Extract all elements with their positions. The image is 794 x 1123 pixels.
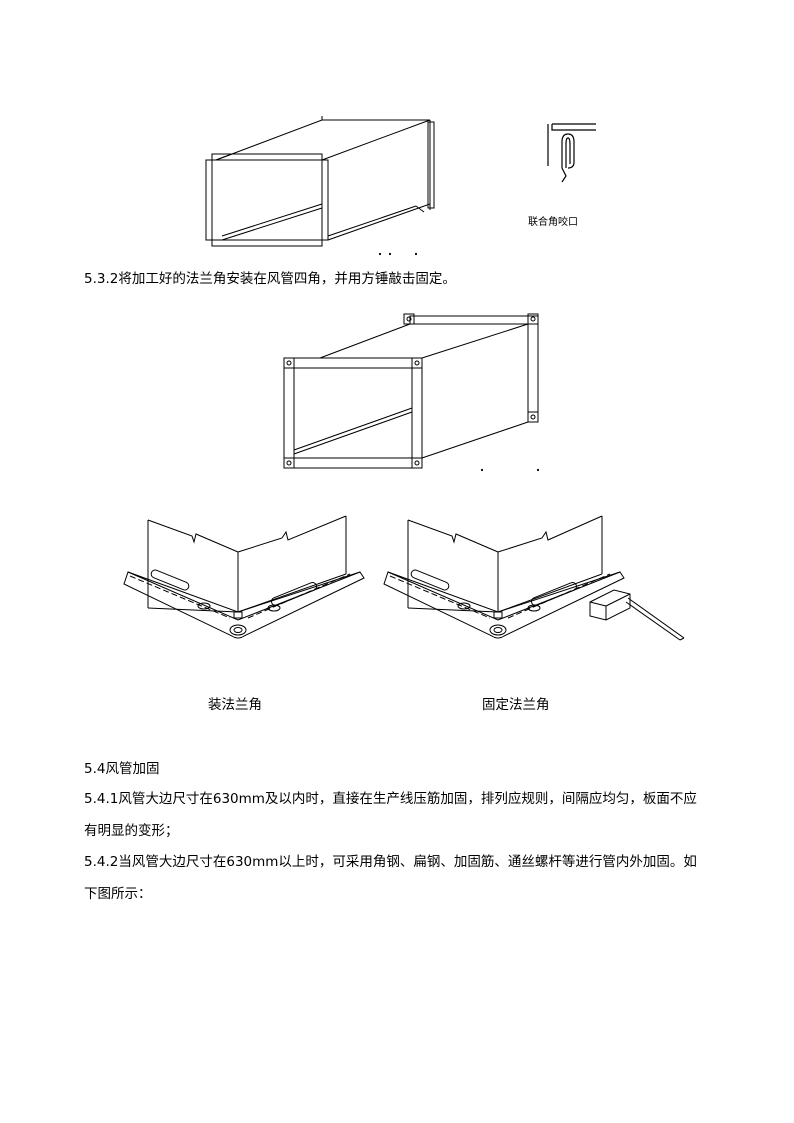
paragraph-5-4-1-line1: 5.4.1风管大边尺寸在630mm及以内时，直接在生产线压筋加固，排列应规则，间…: [84, 791, 697, 807]
fix-flange-corner-drawing: [380, 512, 690, 662]
paragraph-5-3-2: 5.3.2将加工好的法兰角安装在风管四角，并用方锤敲击固定。: [84, 271, 456, 287]
duct-flange-installed-drawing: [280, 312, 550, 474]
seam-label: 联合角咬口: [528, 217, 578, 228]
caption-install-flange-corner: 装法兰角: [208, 697, 262, 713]
paragraph-5-4-2-line1: 5.4.2当风管大边尺寸在630mm以上时，可采用角钢、扁钢、加固筋、通丝螺杆等…: [84, 854, 697, 870]
caption-fix-flange-corner: 固定法兰角: [482, 697, 550, 713]
paragraph-5-4-1-line2: 有明显的变形；: [84, 823, 179, 839]
section-heading-5-4: 5.4风管加固: [84, 761, 160, 777]
seam-detail-drawing: [540, 120, 620, 190]
paragraph-5-4-2-line2: 下图所示：: [84, 886, 152, 902]
duct-flange-drawing-top: [198, 108, 448, 258]
install-flange-corner-drawing: [120, 512, 370, 662]
